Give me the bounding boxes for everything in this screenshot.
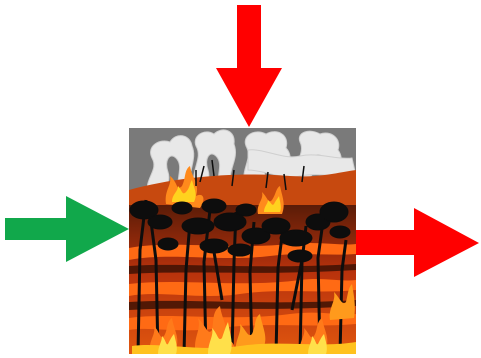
output-arrow — [356, 208, 479, 277]
forest-fire-icon — [129, 128, 356, 354]
top-arrow — [216, 5, 282, 127]
input-arrow — [5, 196, 129, 262]
